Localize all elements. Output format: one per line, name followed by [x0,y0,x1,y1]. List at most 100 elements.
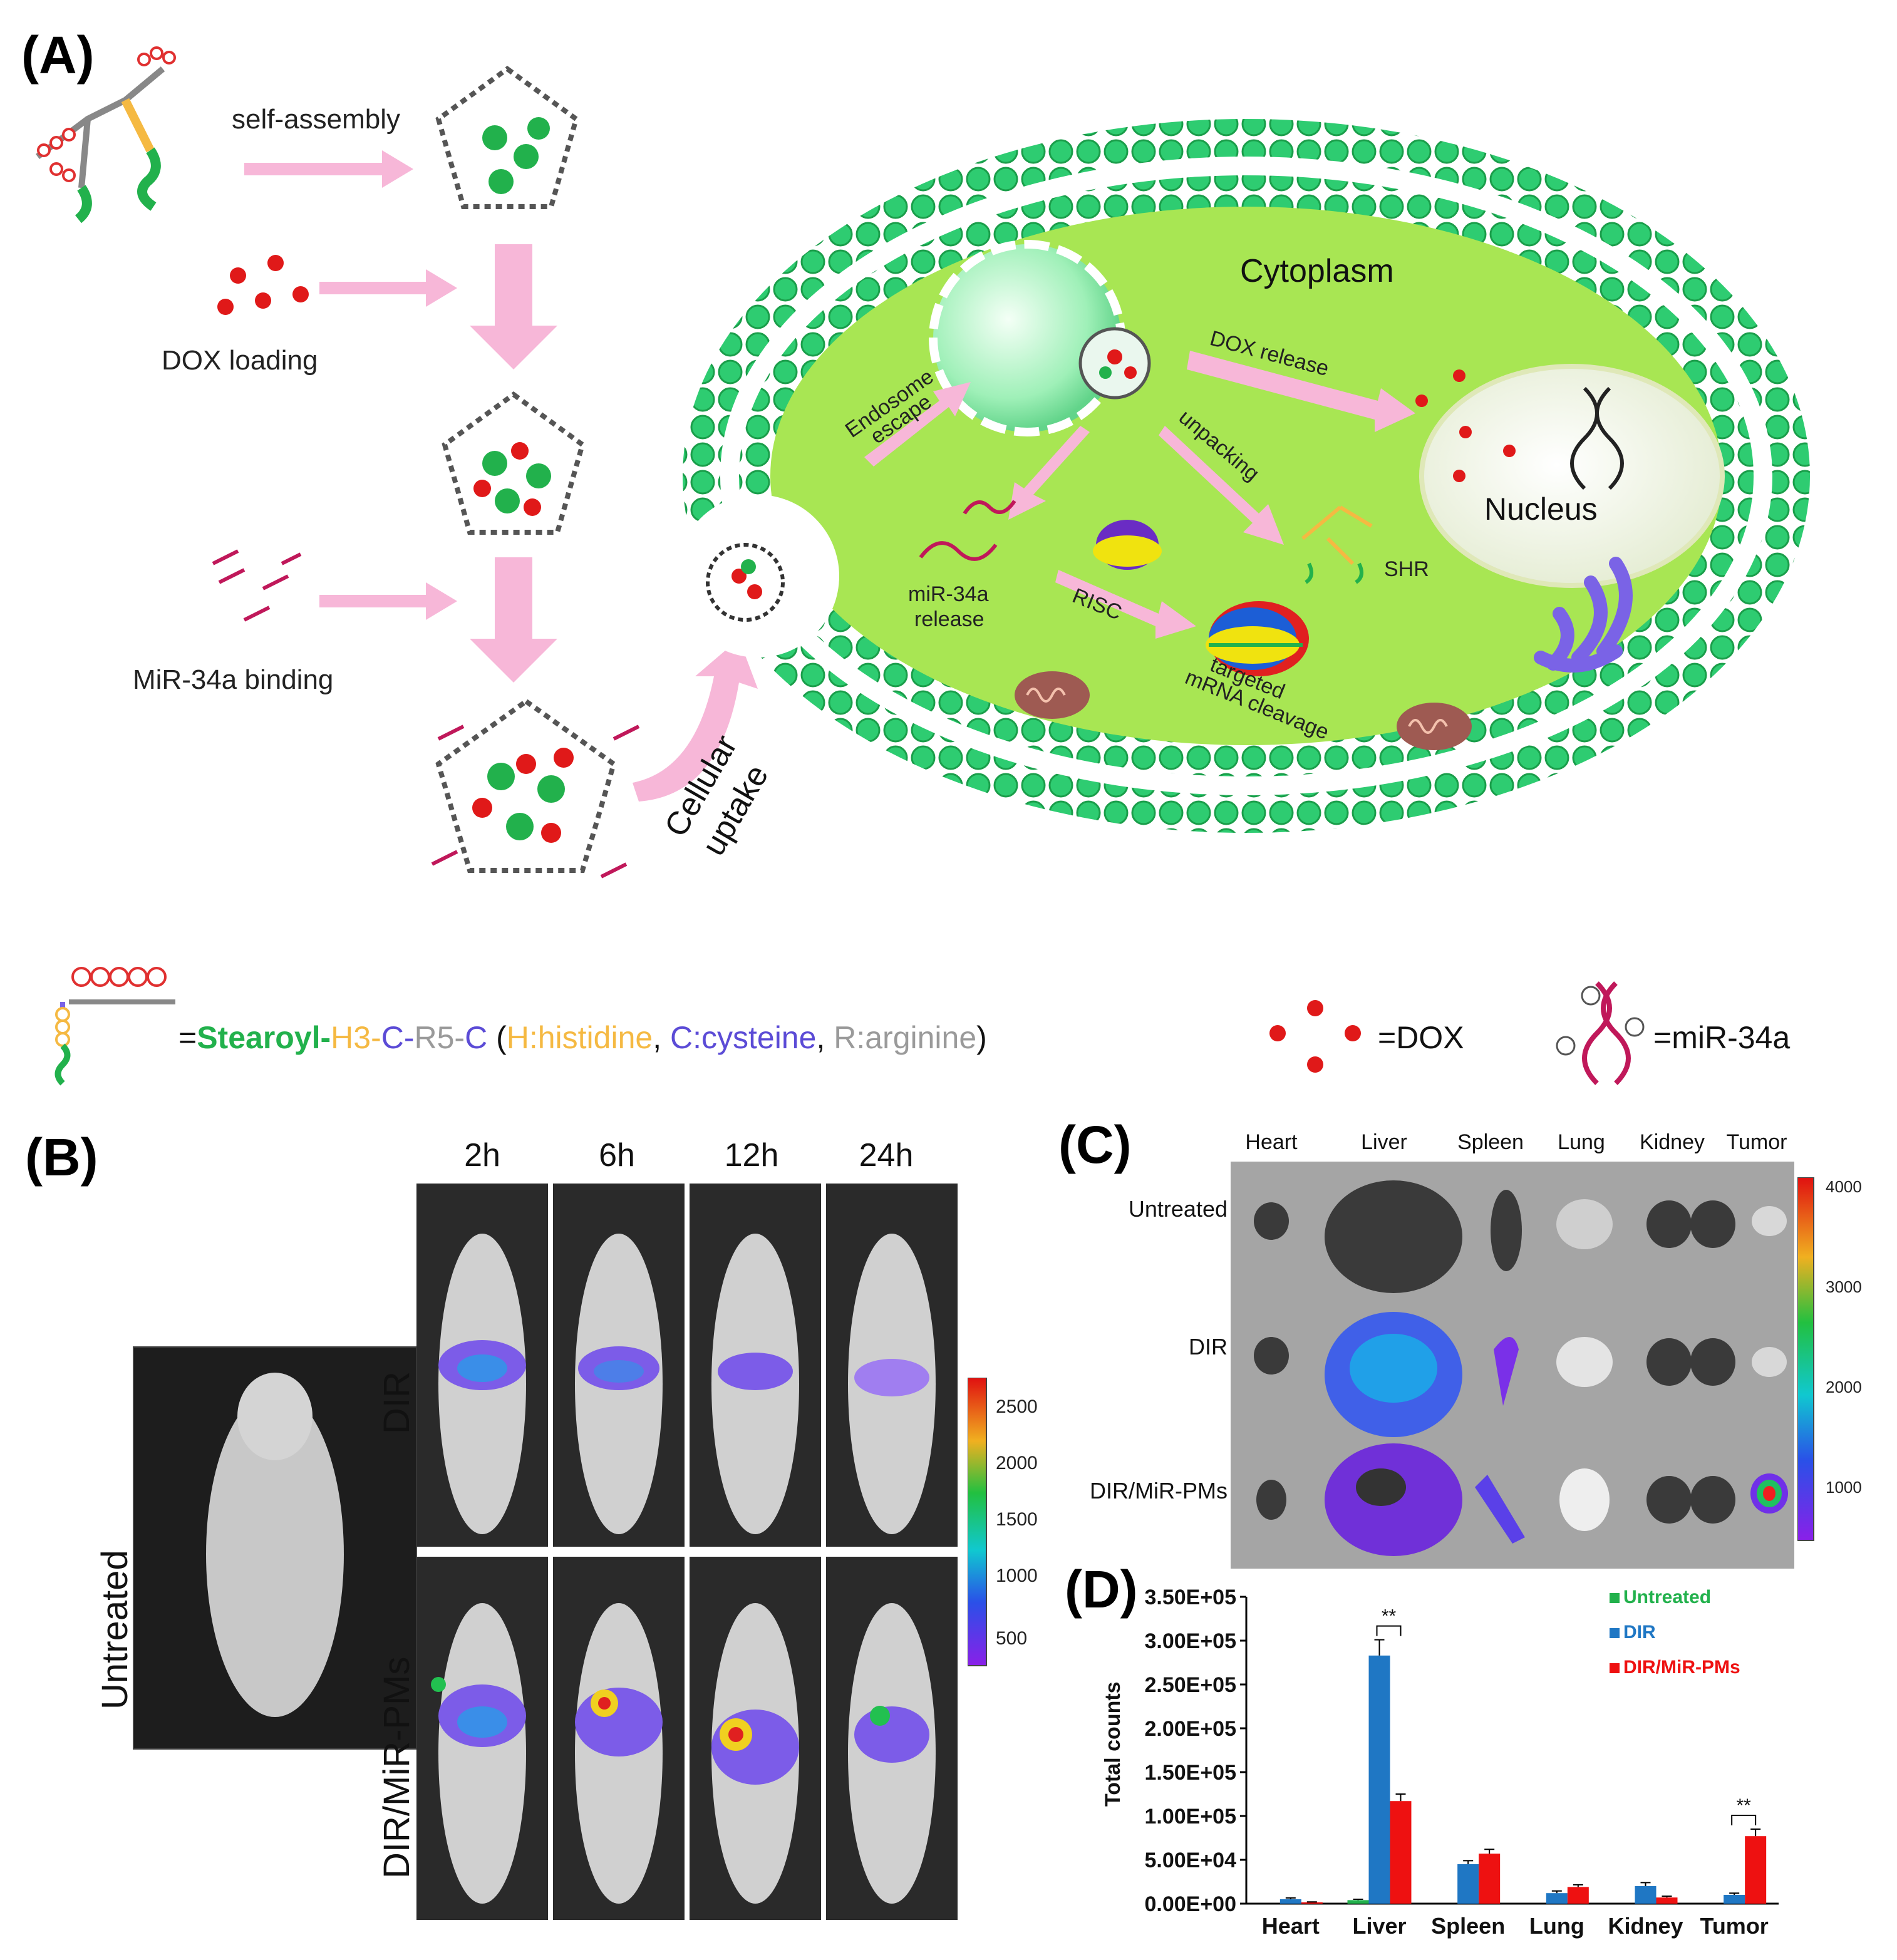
panel-label-a: (A) [21,26,95,85]
shr-polymer-icon [1301,505,1373,565]
bar-dir-liver [1368,1655,1390,1904]
legend-swatch [1610,1628,1620,1638]
micelle-dox-icon [442,391,586,535]
formula-c1: C- [381,1020,415,1055]
mir-legend-label: =miR-34a [1653,1020,1791,1055]
y-tick-label: 2.50E+05 [1144,1673,1236,1697]
legend-swatch [1610,1663,1620,1673]
formula-cysteine: C:cysteine [670,1020,817,1055]
y-tick-label: 3.50E+05 [1144,1586,1236,1609]
arrow-uptake-icon [633,639,758,802]
y-tick-label: 2.00E+05 [1144,1717,1236,1741]
formula-c2: C [465,1020,488,1055]
legend-swatch [1610,1593,1620,1603]
significance-label: ** [1382,1606,1397,1627]
scale-b-500: 500 [996,1628,1028,1649]
time-label-2h: 2h [464,1137,500,1173]
y-tick-label: 1.50E+05 [1144,1761,1236,1785]
bar-untreated-liver [1347,1900,1369,1904]
polymer-legend-icon [54,967,175,1086]
y-tick-label: 3.00E+05 [1144,1629,1236,1653]
bar-dir-lung [1546,1893,1568,1904]
bar-dir-mir-pms-liver [1390,1801,1412,1904]
organ-col-kidney: Kidney [1640,1130,1705,1154]
arrow-down-1-icon [470,244,557,369]
mir-cluster-icon [212,549,302,622]
bar-dir-spleen [1457,1864,1479,1904]
organ-col-lung: Lung [1558,1130,1605,1154]
mir-release-label-2: release [914,607,985,631]
mouse-grid [416,1184,958,1920]
mouse-image-untreated [133,1346,417,1750]
mouse-cell-dir-6h [553,1184,685,1547]
formula-comma-1: , [653,1020,670,1055]
mouse-cell-dirmir-24h [826,1557,958,1920]
formula-paren-open: ( [487,1020,507,1055]
dir-mir-row-label: DIR/MiR-PMs [376,1656,417,1879]
arrow-dox-release-icon [1187,351,1415,432]
formula-r5: R5- [414,1020,465,1055]
organ-col-heart: Heart [1245,1130,1298,1154]
x-tick-label: Lung [1529,1913,1584,1939]
panel-label-b: (B) [25,1128,98,1187]
significance-bracket [1731,1815,1757,1825]
scale-c-1000: 1000 [1826,1478,1862,1497]
mir-legend-icon [1556,981,1645,1085]
significance-label: ** [1736,1795,1751,1816]
dox-loading-label: DOX loading [162,345,318,376]
y-tick-label: 1.00E+05 [1144,1805,1236,1828]
arrow-risc-icon [1055,570,1196,639]
mrna-cleavage-icon [1206,601,1309,676]
scale-c-3000: 3000 [1826,1277,1862,1296]
endosome-micelle-icon [1078,327,1151,400]
arrow-self-assembly-icon [244,150,413,188]
time-label-6h: 6h [599,1137,635,1173]
formula-eq: = [178,1020,197,1055]
arrow-unpacking-icon [1159,426,1284,545]
scale-c-4000: 4000 [1826,1177,1862,1196]
x-tick-label: Heart [1262,1913,1320,1939]
panel-label-c: (C) [1058,1115,1132,1174]
mir-release-label-1: miR-34a [908,582,989,606]
bar-dir-mir-pms-lung [1567,1887,1589,1904]
organ-col-spleen: Spleen [1457,1130,1524,1154]
y-axis-label: Total counts [1102,1681,1125,1807]
scale-b-1500: 1500 [996,1509,1038,1530]
organ-row-untreated: Untreated [1128,1196,1228,1222]
arrow-down-2-icon [470,557,557,683]
panel-label-d: (D) [1065,1560,1138,1619]
shr-label: SHR [1384,557,1429,581]
dox-dots-icon [217,255,309,315]
organ-image [1231,1162,1794,1569]
scale-c-2000: 2000 [1826,1378,1862,1396]
mouse-cell-dirmir-12h [690,1557,821,1920]
schematic-figure: self-assembly DOX loading MiR-34a bindin… [36,46,1810,879]
dox-legend-icon [1269,1000,1361,1073]
formula-arginine: R:arginine [834,1020,977,1055]
mouse-cell-dirmir-2h [416,1557,548,1920]
bar-dir-kidney [1635,1886,1657,1904]
bar-dir-mir-pms-heart [1301,1902,1323,1904]
x-tick-label: Spleen [1431,1913,1505,1939]
micelle-mir-icon [431,698,640,879]
mir-strand-icon [919,500,1016,561]
arrow-mir-icon [319,582,457,620]
nucleus-icon [1419,364,1725,588]
self-assembly-label: self-assembly [232,104,400,135]
significance-bracket [1376,1625,1402,1636]
formula-histidine: H:histidine [506,1020,653,1055]
bar-dir-mir-pms-tumor [1745,1836,1767,1904]
formula-paren-close: ) [976,1020,987,1055]
formula-stearoyl: Stearoyl- [197,1020,331,1055]
colorbar-b [968,1378,987,1666]
mouse-cell-dir-24h [826,1184,958,1547]
bar-chart: 3.50E+05 3.00E+05 2.50E+05 2.00E+05 1.50E+05… [1102,1586,1779,1939]
bar-dir-heart [1279,1899,1301,1904]
legend-label: Untreated [1623,1587,1711,1607]
mouse-cell-dir-12h [690,1184,821,1547]
formula-comma-2: , [816,1020,834,1055]
y-tick-label: 5.00E+04 [1144,1849,1236,1872]
mouse-silhouette-icon [206,1373,344,1717]
legend-label: DIR/MiR-PMs [1623,1657,1740,1678]
bar-dir-tumor [1724,1895,1745,1904]
